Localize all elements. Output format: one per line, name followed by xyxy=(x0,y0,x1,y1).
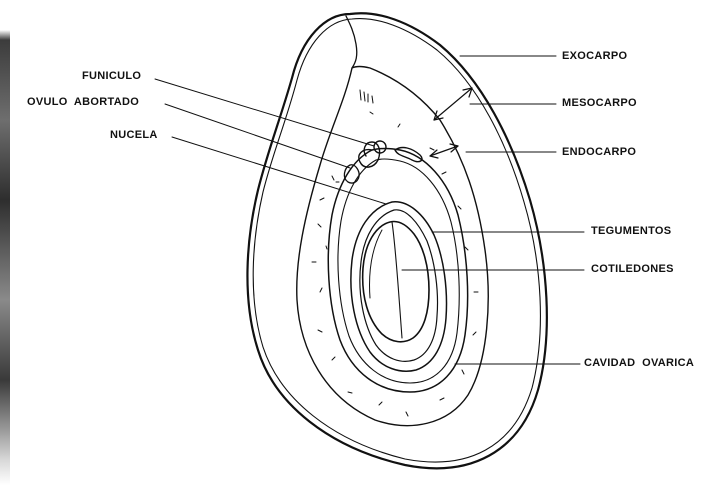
leader-funiculo xyxy=(155,79,374,146)
tegument-inner xyxy=(360,210,438,362)
label-mesocarpo: MESOCARPO xyxy=(562,97,637,110)
label-ovulo-abortado: OVULO ABORTADO xyxy=(27,96,139,109)
funiculus-hook xyxy=(359,142,380,167)
exocarp-top-notch xyxy=(346,16,357,68)
label-exocarpo: EXOCARPO xyxy=(562,50,627,63)
mesocarp-thickness-arrow xyxy=(434,88,472,120)
label-cavidad-ovarica: CAVIDAD OVARICA xyxy=(584,357,694,370)
cotyledon-division-line xyxy=(392,222,402,338)
label-endocarpo: ENDOCARPO xyxy=(562,146,636,159)
label-tegumentos: TEGUMENTOS xyxy=(591,225,671,238)
endocarp-arrow xyxy=(430,144,458,158)
leader-lines xyxy=(155,56,584,364)
leader-ovulo-abortado xyxy=(165,104,350,168)
nucela-sheet xyxy=(370,230,383,298)
label-funiculo: FUNICULO xyxy=(82,70,141,83)
cotyledon-outline xyxy=(363,222,429,342)
exocarp-inner-line xyxy=(253,19,540,462)
mesocarp-inner-boundary xyxy=(297,67,488,426)
label-cotiledones: COTILEDONES xyxy=(591,263,674,276)
label-nucela: NUCELA xyxy=(110,129,158,142)
leader-nucela xyxy=(172,137,386,204)
endocarp-inner xyxy=(338,159,459,383)
